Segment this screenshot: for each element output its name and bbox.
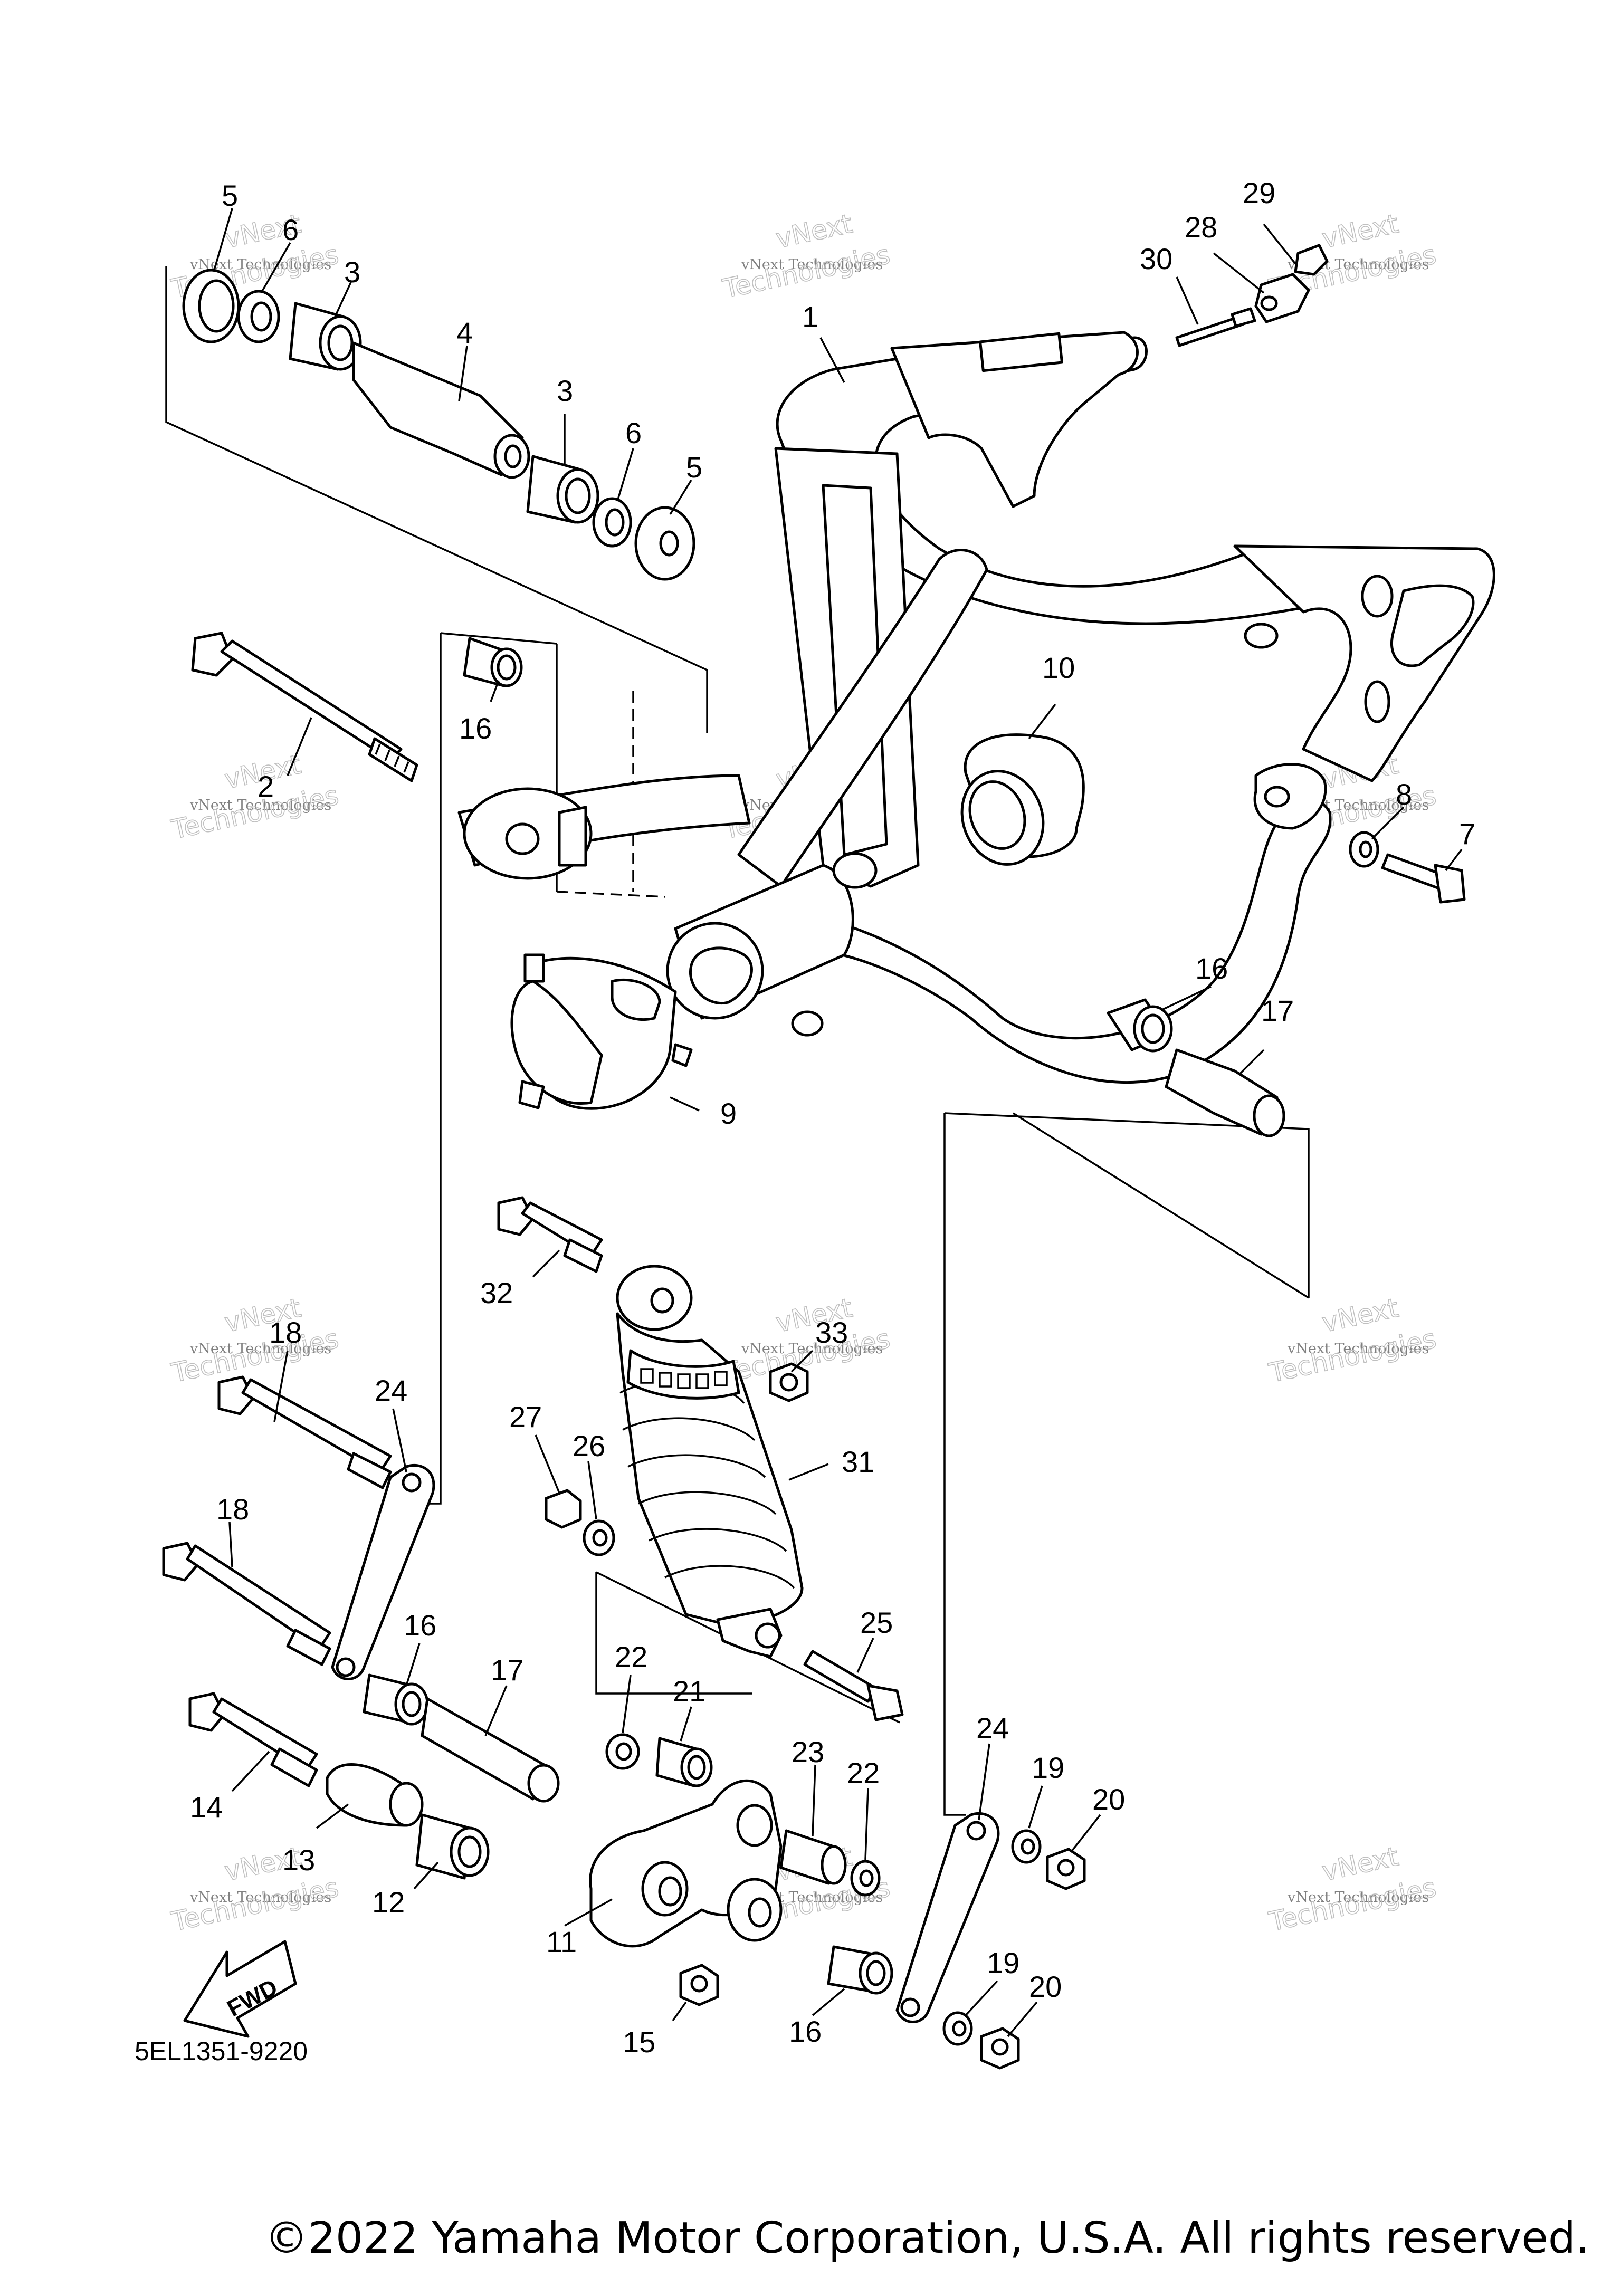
watermark-4: vNext vNext Technologies Technologies xyxy=(168,749,342,846)
callout-5a: 5 xyxy=(222,179,238,212)
callout-16a: 16 xyxy=(459,712,492,745)
swingarm xyxy=(457,331,1495,1084)
callout-20a: 20 xyxy=(1092,1783,1125,1816)
svg-text:Technologies: Technologies xyxy=(1266,1872,1438,1937)
svg-text:vNext Technologies: vNext Technologies xyxy=(1287,1341,1429,1357)
copyright-notice: ©2022 Yamaha Motor Corporation, U.S.A. A… xyxy=(264,2213,1589,2263)
callout-29: 29 xyxy=(1243,176,1275,209)
callout-33: 33 xyxy=(815,1316,848,1349)
callout-16c: 16 xyxy=(404,1609,436,1642)
callout-1: 1 xyxy=(802,300,818,333)
callout-9: 9 xyxy=(720,1097,737,1130)
callout-18b: 18 xyxy=(216,1493,249,1526)
callout-32: 32 xyxy=(480,1276,513,1309)
callout-8: 8 xyxy=(1396,778,1412,811)
svg-text:Technologies: Technologies xyxy=(168,1323,341,1389)
callout-28: 28 xyxy=(1185,211,1217,244)
callout-31: 31 xyxy=(842,1445,874,1478)
svg-text:Technologies: Technologies xyxy=(168,1872,341,1937)
fwd-arrow: FWD xyxy=(183,1940,297,2038)
callout-6b: 6 xyxy=(625,416,642,449)
callout-22a: 22 xyxy=(615,1640,647,1673)
svg-text:vNext Technologies: vNext Technologies xyxy=(741,1341,883,1357)
diagram-code: 5EL1351-9220 xyxy=(135,2036,308,2066)
watermark-10: vNext vNext Technologies Technologies xyxy=(168,1841,342,1938)
callout-25: 25 xyxy=(860,1606,893,1639)
svg-text:vNext Technologies: vNext Technologies xyxy=(189,1889,331,1906)
callout-23: 23 xyxy=(792,1735,824,1768)
callouts: 1 2 3 3 4 5 5 6 6 7 8 9 10 11 12 13 14 1… xyxy=(190,176,1475,2059)
svg-text:vNext Technologies: vNext Technologies xyxy=(1287,1889,1429,1906)
callout-16b: 16 xyxy=(1195,952,1228,985)
callout-3b: 3 xyxy=(557,374,573,407)
shock-absorber xyxy=(497,1196,904,1721)
svg-text:Technologies: Technologies xyxy=(168,780,341,845)
callout-18a: 18 xyxy=(269,1316,302,1349)
svg-text:vNext: vNext xyxy=(1319,1841,1401,1887)
svg-text:vNext Technologies: vNext Technologies xyxy=(189,1341,331,1357)
callout-21: 21 xyxy=(673,1675,705,1708)
callout-12: 12 xyxy=(372,1886,405,1919)
callout-14: 14 xyxy=(190,1791,223,1824)
svg-text:vNext Technologies: vNext Technologies xyxy=(741,256,883,273)
leader-lines xyxy=(213,208,1463,2037)
callout-3a: 3 xyxy=(344,255,360,289)
watermark-2: vNext vNext Technologies Technologies xyxy=(720,208,893,305)
watermark-7: vNext vNext Technologies Technologies xyxy=(168,1292,342,1389)
svg-text:Technologies: Technologies xyxy=(1266,1323,1438,1389)
svg-text:vNext: vNext xyxy=(773,208,855,254)
watermark-12: vNext vNext Technologies Technologies xyxy=(1266,1841,1439,1938)
pivot-hardware xyxy=(182,269,695,782)
bearing-cup xyxy=(960,733,1085,866)
callout-7: 7 xyxy=(1459,817,1475,850)
callout-17a: 17 xyxy=(1261,994,1294,1027)
callout-22b: 22 xyxy=(847,1756,880,1790)
callout-19a: 19 xyxy=(1032,1751,1064,1784)
callout-20b: 20 xyxy=(1029,1970,1062,2003)
callout-5b: 5 xyxy=(686,451,702,484)
callout-13: 13 xyxy=(282,1843,315,1877)
callout-27: 27 xyxy=(509,1400,542,1433)
callout-6a: 6 xyxy=(282,213,299,246)
callout-17b: 17 xyxy=(491,1653,523,1687)
callout-15: 15 xyxy=(623,2025,655,2059)
rear-hardware xyxy=(1107,244,1466,1137)
svg-text:vNext: vNext xyxy=(1319,1293,1401,1338)
callout-26: 26 xyxy=(573,1429,605,1462)
callout-19b: 19 xyxy=(987,1946,1019,1979)
svg-text:Technologies: Technologies xyxy=(720,239,892,304)
callout-24b: 24 xyxy=(976,1711,1009,1745)
svg-text:vNext Technologies: vNext Technologies xyxy=(189,797,331,814)
callout-2: 2 xyxy=(258,770,274,803)
cover xyxy=(510,953,693,1110)
callout-10: 10 xyxy=(1042,651,1075,684)
svg-text:vNext: vNext xyxy=(1319,208,1401,254)
callout-24a: 24 xyxy=(375,1374,407,1407)
linkage xyxy=(162,1375,1086,2070)
callout-16d: 16 xyxy=(789,2015,822,2048)
callout-11: 11 xyxy=(546,1925,577,1958)
callout-4: 4 xyxy=(456,316,473,349)
watermark-9: vNext vNext Technologies Technologies xyxy=(1266,1292,1439,1389)
callout-30: 30 xyxy=(1140,242,1172,275)
